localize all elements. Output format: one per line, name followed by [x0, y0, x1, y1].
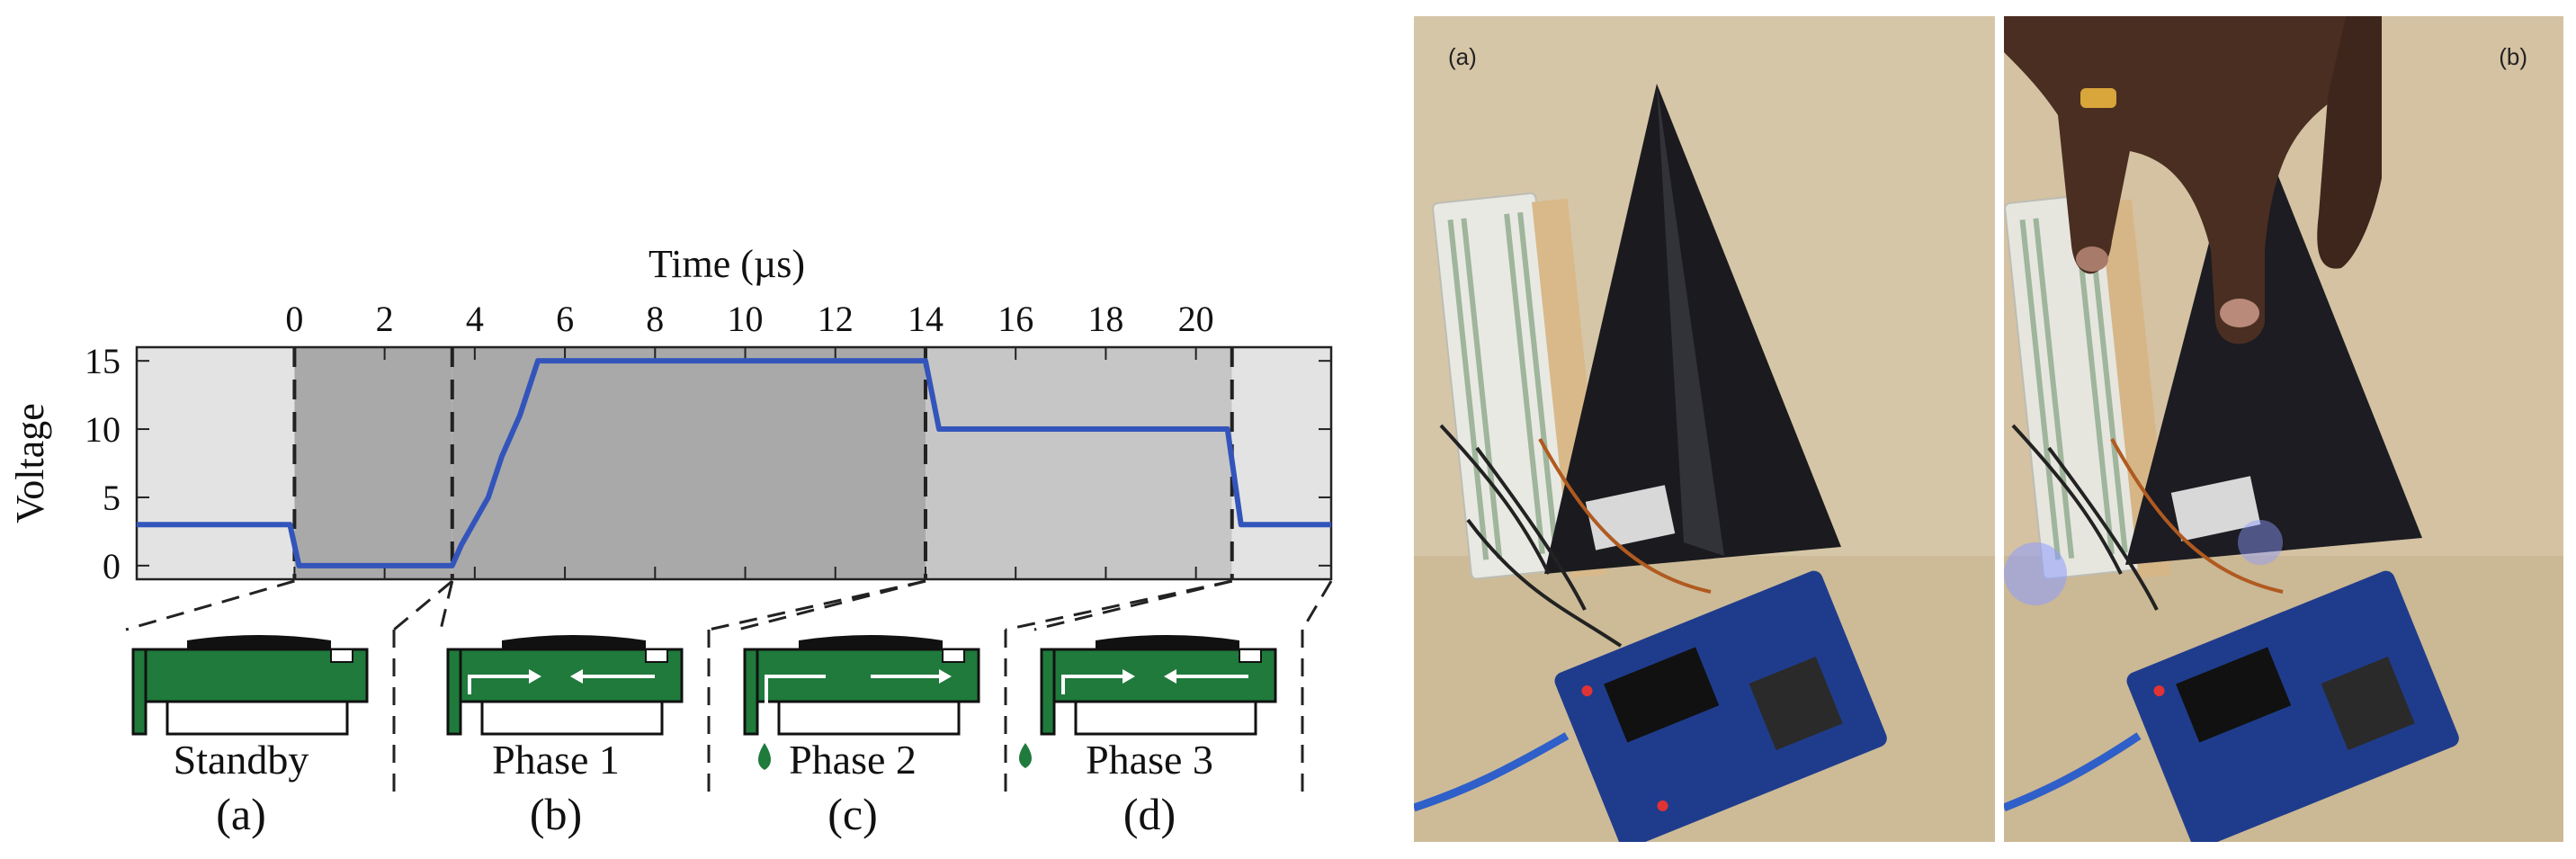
- y-tick-label: 0: [103, 546, 121, 586]
- phase-letter-label: (b): [530, 789, 582, 839]
- cone-breadboard-photo: [1414, 16, 1995, 842]
- phase-band: [925, 347, 1232, 579]
- breadboard: [1432, 192, 1607, 580]
- droplet: [758, 743, 771, 770]
- x-axis-label: Time (µs): [648, 242, 805, 286]
- x-tick-label: 4: [466, 299, 484, 339]
- phase-name-label: Phase 3: [1086, 737, 1213, 783]
- phase-band: [137, 347, 295, 579]
- axis-ticks: [137, 347, 1331, 579]
- schematic-phase-3: Phase 3 (d): [1019, 635, 1277, 839]
- x-tick-label: 10: [728, 299, 764, 339]
- finger-touch-photo: [2004, 16, 2563, 842]
- zoom-guide-lines: [125, 579, 1333, 792]
- x-tick-label: 6: [556, 299, 574, 339]
- x-tick-labels: 0 2 4 6 8 10 12 14 16 18 20: [285, 299, 1213, 339]
- black-cone: [1544, 84, 1841, 574]
- arduino-board: [1554, 570, 1887, 842]
- x-tick-label: 12: [818, 299, 854, 339]
- y-tick-label: 5: [103, 478, 121, 518]
- y-axis-label: Voltage: [8, 403, 52, 523]
- phase-band: [1231, 347, 1331, 579]
- black-cone: [2125, 97, 2422, 565]
- x-tick-label: 18: [1087, 299, 1123, 339]
- hand: [2004, 16, 2382, 344]
- schematic-standby: Standby (a): [131, 635, 369, 839]
- y-tick-label: 15: [85, 341, 121, 381]
- photo-panel-b: (b): [2004, 16, 2563, 842]
- phase-letter-label: (c): [827, 789, 878, 839]
- plot-frame: [135, 345, 1333, 581]
- x-tick-label: 2: [376, 299, 394, 339]
- phase-band: [294, 347, 452, 579]
- voltage-time-figure: Time (µs) Voltage 0 2 4 6 8 10 12 14 16 18 20 0 5 10…: [8, 242, 1333, 839]
- y-tick-labels: 0 5 10 15: [85, 341, 121, 586]
- photo-panel-a: (a): [1414, 16, 1995, 842]
- x-tick-label: 0: [285, 299, 303, 339]
- y-tick-label: 10: [85, 409, 121, 450]
- phase-letter-label: (d): [1123, 789, 1176, 839]
- photo-label-b: (b): [2499, 43, 2527, 70]
- x-tick-label: 20: [1178, 299, 1214, 339]
- phase-letter-label: (a): [216, 789, 266, 839]
- arduino-board: [2126, 570, 2459, 842]
- phase-bands: [137, 347, 1331, 579]
- phase-name-label: Phase 2: [789, 737, 917, 783]
- photo-label-a: (a): [1448, 43, 1477, 70]
- schematic-phase-2: Phase 2 (c): [743, 635, 980, 839]
- phase-band: [452, 347, 926, 579]
- x-tick-label: 8: [646, 299, 664, 339]
- phase-schematics: Standby (a) Phase 1 (b) Phase 2 (c) Phase 3 (d): [131, 635, 1277, 839]
- x-tick-label: 14: [908, 299, 944, 339]
- droplet: [1019, 743, 1032, 768]
- schematic-phase-1: Phase 1 (b): [446, 635, 684, 839]
- phase-name-label: Standby: [174, 737, 309, 783]
- x-tick-label: 16: [997, 299, 1033, 339]
- voltage-series-line: [137, 358, 1331, 568]
- phase-name-label: Phase 1: [492, 737, 620, 783]
